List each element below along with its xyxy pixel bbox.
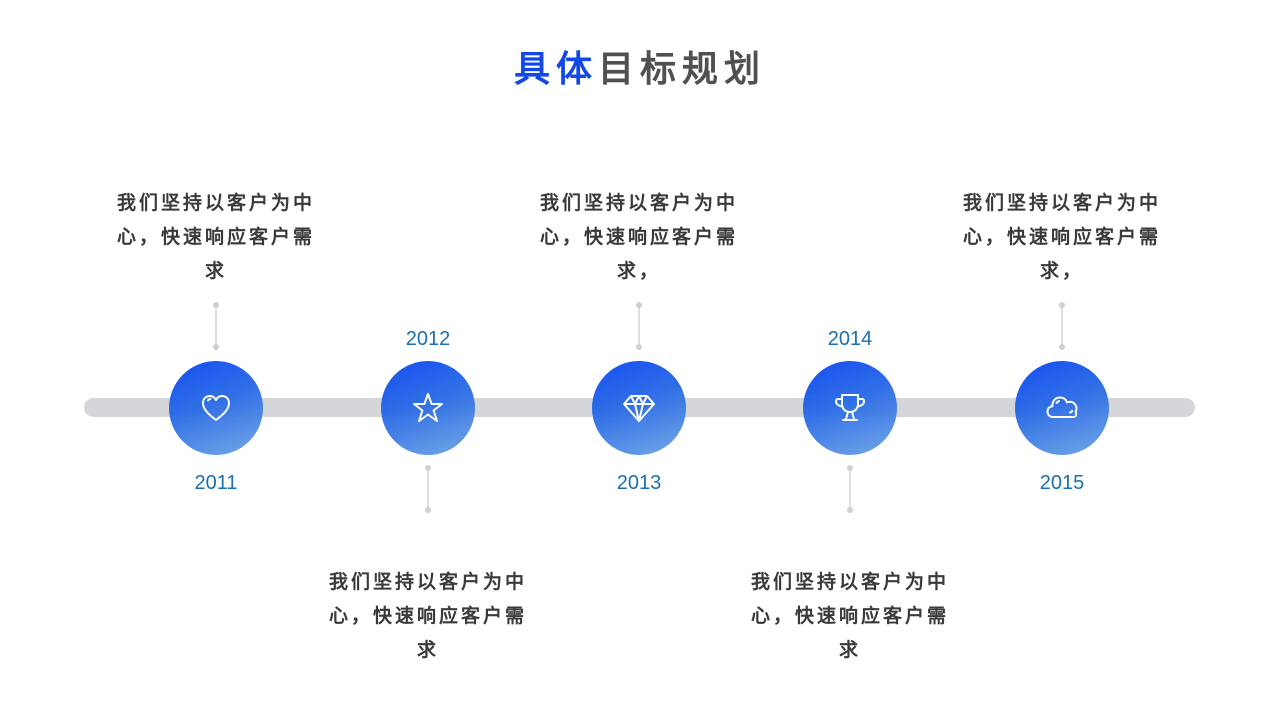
desc-line: 我们坚持以客户为中 <box>539 192 738 214</box>
cloud-icon <box>1046 396 1078 418</box>
connector-2014 <box>847 465 853 513</box>
heart-icon <box>202 395 230 421</box>
desc-line: 我们坚持以客户为中 <box>328 571 527 593</box>
timeline-node-2013[interactable] <box>592 361 686 455</box>
desc-line: 心，快速响应客户需 <box>116 226 315 248</box>
desc-line: 我们坚持以客户为中 <box>750 571 949 593</box>
page-title: 具体目标规划 <box>0 48 1280 92</box>
title-rest: 目标规划 <box>598 49 767 90</box>
diamond-icon <box>623 395 655 422</box>
trophy-icon <box>835 394 865 421</box>
desc-line: 心，快速响应客户需 <box>962 226 1161 248</box>
timeline-desc-2015: 我们坚持以客户为中 心，快速响应客户需 求， <box>957 186 1167 288</box>
desc-line: 求 <box>204 260 227 282</box>
timeline-node-2011[interactable] <box>169 361 263 455</box>
year-label-2012: 2012 <box>405 328 451 350</box>
desc-line: 求， <box>616 260 661 282</box>
timeline-desc-2011: 我们坚持以客户为中 心，快速响应客户需 求 <box>111 186 321 288</box>
timeline-desc-2014: 我们坚持以客户为中 心，快速响应客户需 求 <box>745 565 955 667</box>
year-label-2014: 2014 <box>827 328 873 350</box>
desc-line: 求， <box>1039 260 1084 282</box>
timeline-node-2014[interactable] <box>803 361 897 455</box>
star-icon <box>413 393 443 422</box>
timeline-node-2012[interactable] <box>381 361 475 455</box>
year-label-2011: 2011 <box>194 472 238 494</box>
desc-line: 心，快速响应客户需 <box>328 605 527 627</box>
title-accent: 具体 <box>513 49 598 90</box>
connector-2012 <box>425 465 431 513</box>
connector-2013 <box>636 302 642 350</box>
timeline-desc-2012: 我们坚持以客户为中 心，快速响应客户需 求 <box>323 565 533 667</box>
desc-line: 我们坚持以客户为中 <box>962 192 1161 214</box>
desc-line: 求 <box>416 639 439 661</box>
desc-line: 心，快速响应客户需 <box>750 605 949 627</box>
connector-2015 <box>1059 302 1065 350</box>
desc-line: 我们坚持以客户为中 <box>116 192 315 214</box>
year-label-2015: 2015 <box>1039 472 1085 494</box>
connector-2011 <box>213 302 219 350</box>
year-label-2013: 2013 <box>616 472 662 494</box>
desc-line: 求 <box>838 639 861 661</box>
desc-line: 心，快速响应客户需 <box>539 226 738 248</box>
timeline-node-2015[interactable] <box>1015 361 1109 455</box>
timeline-desc-2013: 我们坚持以客户为中 心，快速响应客户需 求， <box>534 186 744 288</box>
